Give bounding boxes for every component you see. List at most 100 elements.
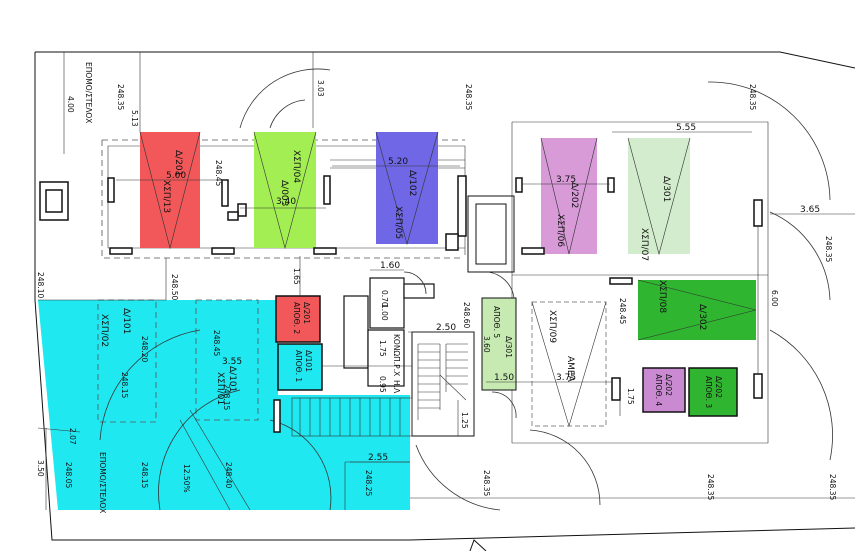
storage-3	[688, 367, 738, 417]
svg-text:1.65: 1.65	[292, 268, 301, 285]
svg-text:248.15: 248.15	[222, 384, 231, 410]
svg-text:0.95: 0.95	[378, 376, 387, 393]
hl-label: Η.Λ	[392, 380, 401, 394]
svg-text:0.70: 0.70	[380, 290, 389, 307]
svg-text:5.13: 5.13	[130, 110, 139, 127]
parking-labels: Δ/201 ΧΣΠ/13 ΧΣΠ/04 Δ/003 Δ/102 ΧΣΠ/05 Δ…	[99, 150, 707, 405]
cyan-area	[38, 300, 410, 510]
ramp-slope-label: 12.50%	[182, 464, 191, 493]
plot-boundary	[34, 51, 855, 541]
svg-text:248.35: 248.35	[464, 84, 473, 110]
outdoor-top-label: ΕΠΟΜΟ/ΣΤΕΛΟΧ	[84, 62, 93, 123]
stairs	[291, 195, 515, 437]
storage-2-sub: ΑΠΟΘ. 2	[292, 302, 301, 334]
svg-text:248.20: 248.20	[140, 336, 149, 362]
svg-text:1.60: 1.60	[380, 261, 400, 271]
svg-text:5.20: 5.20	[388, 157, 408, 167]
svg-text:2.07: 2.07	[68, 428, 77, 445]
svg-text:1.00: 1.00	[380, 304, 389, 321]
svg-text:248.25: 248.25	[364, 470, 373, 496]
svg-text:1.75: 1.75	[378, 340, 387, 357]
svg-text:5.55: 5.55	[676, 123, 696, 133]
parking-space-5	[628, 138, 690, 254]
dimension-lines	[37, 52, 855, 510]
svg-text:1.25: 1.25	[460, 412, 469, 429]
svg-text:248.50: 248.50	[170, 274, 179, 300]
svg-text:2.50: 2.50	[436, 323, 456, 333]
svg-text:4.00: 4.00	[66, 96, 75, 113]
parking-2-sub: Δ/003	[279, 180, 289, 206]
parking-9-sub: ΧΣΠ/01	[215, 372, 225, 405]
svg-text:248.45: 248.45	[618, 298, 627, 324]
svg-text:248.35: 248.35	[828, 474, 837, 500]
svg-text:248.45: 248.45	[212, 330, 221, 356]
storage-3-code: Δ/202	[714, 376, 723, 398]
storage-5-sub: ΑΠΟΘ. 5	[492, 306, 501, 338]
north-arrow-icon	[469, 539, 487, 551]
storage-1	[277, 343, 323, 391]
parking-4-sub: ΧΣΠ/06	[555, 214, 565, 247]
storage-2	[275, 295, 321, 343]
svg-text:248.35: 248.35	[748, 84, 757, 110]
parking-1-code: Δ/201	[173, 150, 183, 176]
parking-5-sub: ΧΣΠ/07	[639, 228, 649, 261]
columns	[39, 175, 763, 433]
storage-3-sub: ΑΠΟΘ. 3	[704, 376, 713, 408]
parking-6-code: ΧΣΠ/08	[657, 280, 667, 313]
storage-4-sub: ΑΠΟΘ. 4	[654, 374, 663, 406]
parking-1-sub: ΧΣΠ/13	[161, 180, 171, 213]
parking-9-code: Δ/101	[227, 366, 237, 392]
svg-text:248.10: 248.10	[36, 272, 45, 298]
svg-text:248.35: 248.35	[706, 474, 715, 500]
parking-space-2	[254, 132, 316, 248]
svg-text:3.40: 3.40	[276, 197, 296, 207]
parking-space-4	[541, 138, 597, 254]
level-elevations: 248.35 248.35 248.35 248.35 248.45 248.4…	[36, 84, 837, 500]
storage-5-code: Δ/301	[504, 336, 513, 358]
svg-text:3.75: 3.75	[556, 373, 576, 383]
parking-3-code: Δ/102	[407, 170, 417, 196]
storage-4-code: Δ/202	[664, 374, 673, 396]
svg-text:248.35: 248.35	[824, 236, 833, 262]
svg-text:248.15: 248.15	[140, 462, 149, 488]
svg-text:248.15: 248.15	[120, 372, 129, 398]
svg-text:3.03: 3.03	[316, 80, 325, 97]
storage-1-sub: ΑΠΟΘ. 1	[294, 350, 303, 382]
parking-diagonals	[139, 131, 757, 428]
storage-4	[642, 367, 686, 413]
parking-space-1	[140, 132, 200, 248]
dimension-texts: 5.55 5.00 3.40 5.20 3.75 3.65 1.60 2.50 …	[166, 123, 820, 463]
room-labels: ΕΠΟΜΟ/ΣΤΕΛΟΧ ΕΠΟΜΟ/ΣΤΕΛΟΧ ΚΟΝΩΠ.Ρ.Χ Η.Λ …	[84, 62, 401, 513]
svg-text:3.55: 3.55	[222, 357, 242, 367]
konoprosx-label: ΚΟΝΩΠ.Ρ.Χ	[392, 334, 401, 376]
parking-space-3	[376, 132, 438, 244]
svg-text:248.40: 248.40	[224, 462, 233, 488]
svg-text:1.75: 1.75	[626, 388, 635, 405]
parking-7-code: ΧΣΠ/09	[547, 310, 557, 343]
storage-5	[481, 297, 517, 391]
storage-1-code: Δ/101	[304, 350, 313, 372]
svg-text:2.55: 2.55	[368, 453, 388, 463]
storage-labels: Δ/201 ΑΠΟΘ. 2 Δ/101 ΑΠΟΘ. 1 Δ/301 ΑΠΟΘ. …	[292, 302, 723, 408]
parking-2-code: ΧΣΠ/04	[291, 150, 301, 183]
parking-7-sub: ΑΜΕΑ	[565, 356, 575, 383]
parking-4-code: Δ/202	[569, 182, 579, 208]
parking-6-sub: Δ/302	[697, 304, 707, 330]
outdoor-bottom-label: ΕΠΟΜΟ/ΣΤΕΛΟΧ	[98, 452, 107, 513]
dimension-texts-rotated: 4.00 5.13 3.03 6.00 1.65 0.70 1.00 1.75 …	[36, 80, 779, 477]
parking-8-sub: ΧΣΠ/02	[99, 314, 109, 347]
parking-space-7	[531, 301, 607, 427]
parking-3-sub: ΧΣΠ/05	[393, 206, 403, 239]
svg-text:248.35: 248.35	[116, 84, 125, 110]
parking-spaces	[140, 132, 756, 427]
svg-text:5.00: 5.00	[166, 171, 186, 181]
cyan-area-details	[97, 299, 410, 511]
svg-text:6.00: 6.00	[770, 290, 779, 307]
svg-text:1.50: 1.50	[494, 373, 514, 383]
svg-text:248.35: 248.35	[482, 470, 491, 496]
svg-text:3.75: 3.75	[556, 175, 576, 185]
svg-text:3.50: 3.50	[36, 460, 45, 477]
storage-2-code: Δ/201	[302, 302, 311, 324]
parking-space-6	[638, 280, 756, 340]
